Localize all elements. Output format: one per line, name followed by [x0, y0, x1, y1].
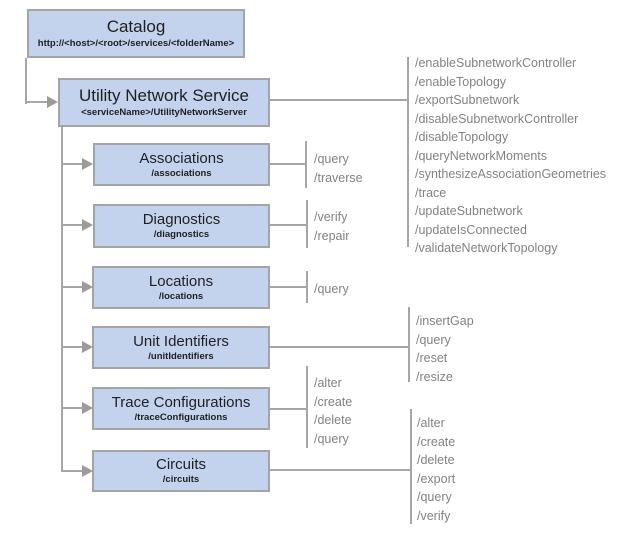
- operation-label: /updateSubnetwork: [415, 204, 523, 218]
- arrowhead-to-associations-icon: [82, 158, 93, 170]
- connector-catalog-drop: [25, 58, 27, 104]
- node-unit-identifiers-title: Unit Identifiers: [133, 332, 229, 350]
- arrowhead-to-locations-icon: [82, 281, 93, 293]
- node-service-url: <serviceName>/UtilityNetworkServer: [81, 106, 247, 118]
- node-unit-identifiers-url: /unitIdentifiers: [148, 350, 214, 362]
- node-trace-configurations-url: /traceConfigurations: [134, 411, 228, 423]
- node-trace-configurations: Trace Configurations /traceConfiguration…: [92, 387, 270, 430]
- connector-branch-trace-configurations: [61, 407, 83, 409]
- connector-branch-associations: [61, 163, 83, 165]
- operation-label: /verify: [314, 210, 348, 224]
- connector-circuits-ops: [270, 469, 411, 471]
- trace-configurations-operations-list: /alter /create /delete /query: [314, 374, 352, 448]
- bracket-diagnostics-ops: [306, 200, 308, 248]
- connector-service-trunk: [61, 127, 63, 472]
- operation-label: /resize: [416, 369, 453, 384]
- arrowhead-to-circuits-icon: [82, 465, 93, 477]
- node-locations: Locations /locations: [92, 266, 270, 309]
- node-diagnostics: Diagnostics /diagnostics: [93, 204, 270, 248]
- node-catalog-url: http://<host>/<root>/services/<folderNam…: [37, 37, 235, 49]
- arrowhead-to-service-icon: [47, 96, 58, 108]
- connector-trace-configurations-ops: [270, 408, 307, 410]
- bracket-locations-ops: [306, 271, 308, 303]
- bracket-unit-identifiers-ops: [408, 307, 410, 382]
- operation-label: /insertGap: [416, 314, 474, 328]
- operation-label: /trace: [415, 185, 447, 200]
- locations-operations-list: /query: [314, 280, 349, 299]
- node-diagnostics-url: /diagnostics: [153, 229, 210, 241]
- operation-label: /synthesizeAssociationGeometries: [415, 167, 607, 181]
- connector-locations-ops: [270, 286, 307, 288]
- arrowhead-to-diagnostics-icon: [82, 219, 93, 231]
- node-locations-url: /locations: [158, 290, 204, 302]
- node-diagnostics-title: Diagnostics: [142, 211, 221, 229]
- bracket-circuits-ops: [410, 409, 412, 524]
- operation-label: /repair: [314, 228, 350, 243]
- operation-label: /alter: [314, 376, 342, 390]
- node-unit-identifiers: Unit Identifiers /unitIdentifiers: [92, 326, 270, 369]
- bracket-service-ops: [407, 57, 409, 247]
- connector-service-ops: [270, 99, 408, 101]
- connector-branch-unit-identifiers: [61, 346, 83, 348]
- operation-label: /queryNetworkMoments: [415, 148, 547, 163]
- operation-label: /create: [314, 394, 353, 409]
- connector-branch-circuits: [61, 470, 83, 472]
- node-locations-title: Locations: [148, 272, 214, 290]
- bracket-trace-configurations-ops: [306, 366, 308, 448]
- connector-associations-ops: [270, 163, 306, 165]
- circuits-operations-list: /alter /create /delete /export /query /v…: [417, 414, 455, 525]
- arrowhead-to-trace-configurations-icon: [82, 402, 93, 414]
- operation-label: /updateIsConnected: [415, 222, 527, 237]
- node-service-title: Utility Network Service: [78, 86, 250, 106]
- unit-identifiers-operations-list: /insertGap /query /reset /resize: [416, 312, 474, 386]
- node-circuits-title: Circuits: [155, 456, 206, 474]
- operation-label: /validateNetworkTopology: [415, 241, 558, 255]
- operation-label: /create: [417, 434, 456, 449]
- operation-label: /alter: [417, 416, 445, 430]
- connector-unit-identifiers-ops: [270, 346, 409, 348]
- operation-label: /query: [314, 431, 349, 446]
- bracket-associations-ops: [305, 141, 307, 188]
- operation-label: /query: [314, 152, 349, 166]
- node-associations-url: /associations: [151, 167, 212, 179]
- operation-label: /verify: [417, 508, 451, 523]
- operation-label: /enableSubnetworkController: [415, 56, 577, 70]
- operation-label: /disableSubnetworkController: [415, 111, 579, 126]
- operation-label: /reset: [416, 351, 448, 365]
- node-catalog: Catalog http://<host>/<root>/services/<f…: [27, 9, 245, 58]
- node-circuits-url: /circuits: [162, 474, 200, 486]
- operation-label: /export: [417, 471, 456, 486]
- operation-label: /query: [417, 490, 452, 504]
- operation-label: /disableTopology: [415, 130, 509, 144]
- node-associations-title: Associations: [139, 149, 224, 167]
- connector-branch-locations: [61, 286, 83, 288]
- arrowhead-to-unit-identifiers-icon: [82, 341, 93, 353]
- connector-catalog-elbow: [25, 101, 48, 103]
- operation-label: /enableTopology: [415, 74, 507, 89]
- node-catalog-title: Catalog: [106, 17, 166, 37]
- diagnostics-operations-list: /verify /repair: [314, 208, 349, 245]
- node-associations: Associations /associations: [93, 143, 270, 186]
- service-operations-list: /enableSubnetworkController /enableTopol…: [415, 54, 606, 258]
- connector-branch-diagnostics: [61, 224, 83, 226]
- operation-label: /delete: [417, 453, 455, 467]
- operation-label: /exportSubnetwork: [415, 93, 520, 107]
- associations-operations-list: /query /traverse: [314, 150, 363, 187]
- operation-label: /delete: [314, 413, 352, 427]
- node-utility-network-service: Utility Network Service <serviceName>/Ut…: [58, 78, 270, 127]
- connector-diagnostics-ops: [270, 224, 307, 226]
- operation-label: /query: [314, 282, 349, 296]
- operation-label: /traverse: [314, 170, 363, 185]
- node-trace-configurations-title: Trace Configurations: [111, 393, 251, 411]
- node-circuits: Circuits /circuits: [92, 450, 270, 492]
- operation-label: /query: [416, 332, 451, 347]
